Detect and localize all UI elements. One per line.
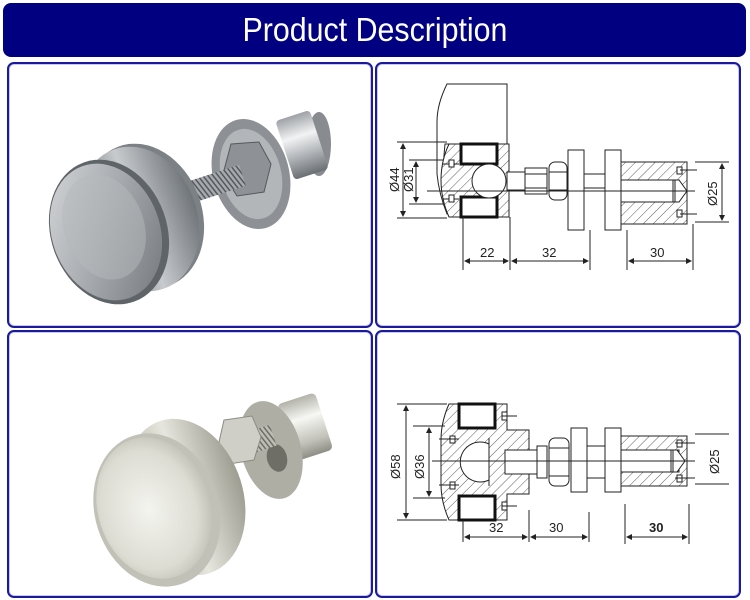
dim-inner-diameter: Ø31 [401, 167, 416, 192]
dim-sleeve-length: 30 [649, 520, 663, 535]
technical-drawing-panel-1: Ø44 Ø31 Ø25 22 32 30 [375, 62, 741, 328]
dim-bolt-length: 30 [549, 520, 563, 535]
technical-drawing-1: Ø44 Ø31 Ø25 22 32 30 [387, 83, 729, 270]
technical-drawing-panel-2: Ø58 Ø36 Ø25 32 30 30 [375, 330, 741, 598]
product-image-polished [48, 110, 331, 305]
product-photo-panel-2 [7, 330, 373, 598]
product-photo-panel-1 [7, 62, 373, 328]
technical-drawing-2: Ø58 Ø36 Ø25 32 30 30 [388, 402, 729, 544]
dim-outer-diameter: Ø44 [387, 167, 402, 192]
product-image-satin [93, 393, 332, 587]
page-title: Product Description [242, 11, 507, 48]
dim-head-length: 32 [489, 520, 503, 535]
dim-outer-diameter: Ø58 [388, 454, 403, 479]
dim-sleeve-length: 30 [650, 245, 664, 260]
dim-bolt-length: 32 [542, 245, 556, 260]
dim-sleeve-diameter: Ø25 [707, 449, 722, 474]
dim-inner-diameter: Ø36 [412, 454, 427, 479]
dim-sleeve-diameter: Ø25 [705, 181, 720, 206]
header-banner: Product Description [3, 3, 746, 57]
dim-head-length: 22 [480, 245, 494, 260]
